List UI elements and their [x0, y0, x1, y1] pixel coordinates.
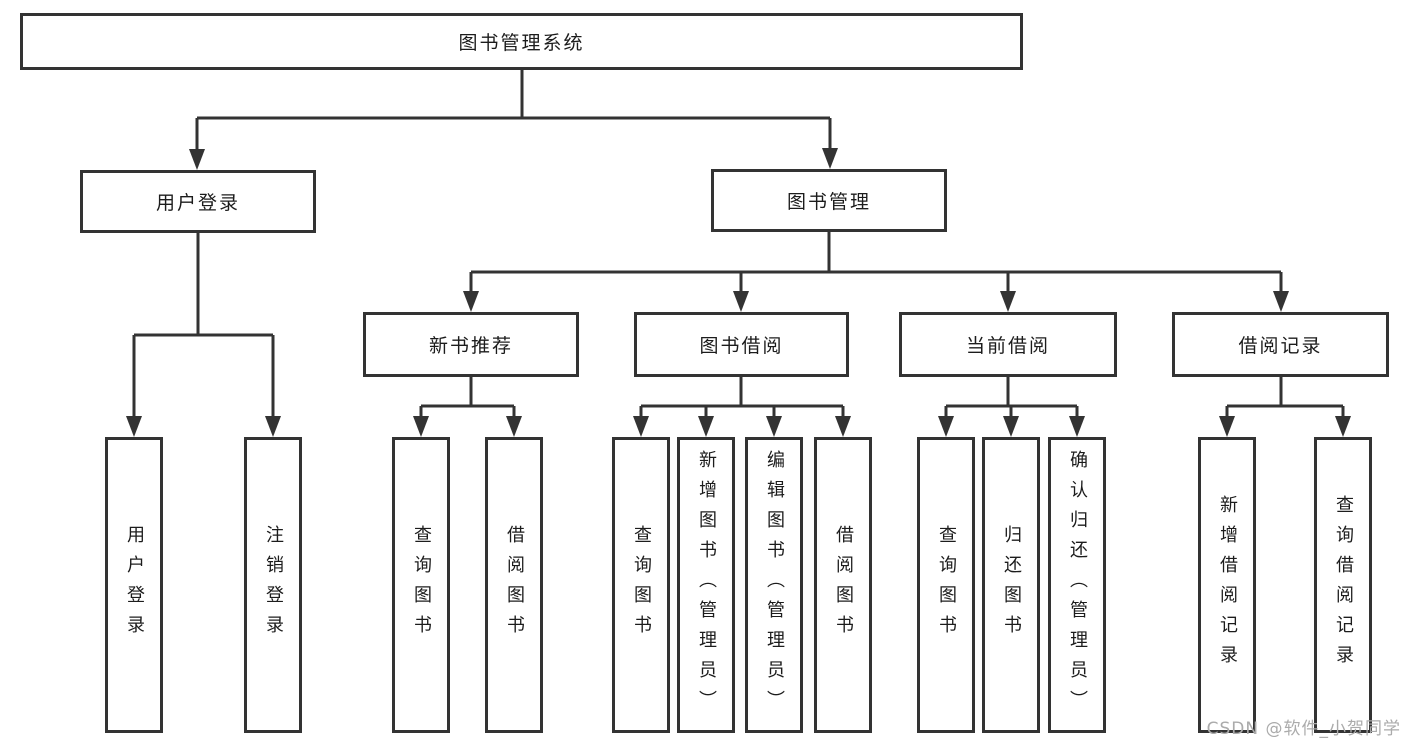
leaf-query-borrow-record: 查询借阅记录 [1314, 437, 1372, 733]
arrowhead-down [189, 149, 205, 170]
leaf-return-books: 归还图书 [982, 437, 1040, 733]
leaf-user-login: 用户登录 [105, 437, 163, 733]
arrowhead-down [633, 416, 649, 437]
arrowhead-down [1003, 416, 1019, 437]
watermark: CSDN @软件_小贺同学 [1206, 719, 1401, 739]
leaf-query-books-borrowing: 查询图书 [612, 437, 670, 733]
node-current-borrowing: 当前借阅 [899, 312, 1117, 377]
node-label: 查询借阅记录 [1333, 495, 1354, 675]
arrowhead-down [413, 416, 429, 437]
node-label: 用户登录 [155, 192, 240, 214]
node-label: 用户登录 [124, 525, 145, 645]
arrowhead-down [835, 416, 851, 437]
node-label: 借阅记录 [1238, 335, 1323, 357]
node-label: 当前借阅 [965, 335, 1050, 357]
leaf-query-books-recommend: 查询图书 [392, 437, 450, 733]
arrowhead-down [1069, 416, 1085, 437]
leaf-add-borrow-record: 新增借阅记录 [1198, 437, 1256, 733]
leaf-borrow-books-borrowing: 借阅图书 [814, 437, 872, 733]
arrowhead-down [938, 416, 954, 437]
node-book-management: 图书管理 [711, 169, 947, 232]
leaf-borrow-books-recommend: 借阅图书 [485, 437, 543, 733]
node-label: 图书借阅 [699, 335, 784, 357]
node-label: 新增借阅记录 [1217, 495, 1238, 675]
node-label: 借阅图书 [833, 525, 854, 645]
arrowhead-down [698, 416, 714, 437]
node-label: 注销登录 [263, 525, 284, 645]
node-label: 图书管理 [786, 191, 871, 213]
node-label: 编辑图书（管理员） [764, 450, 785, 720]
leaf-query-books-current: 查询图书 [917, 437, 975, 733]
node-label: 图书管理系统 [458, 32, 585, 54]
arrowhead-down [1335, 416, 1351, 437]
node-new-book-recommend: 新书推荐 [363, 312, 579, 377]
node-label: 查询图书 [631, 525, 652, 645]
arrowhead-down [126, 416, 142, 437]
arrowhead-down [733, 291, 749, 312]
leaf-edit-books-admin: 编辑图书（管理员） [745, 437, 803, 733]
node-label: 查询图书 [411, 525, 432, 645]
arrowhead-down [1273, 291, 1289, 312]
node-user-login: 用户登录 [80, 170, 316, 233]
leaf-add-books-admin: 新增图书（管理员） [677, 437, 735, 733]
arrowhead-down [265, 416, 281, 437]
arrowhead-down [1219, 416, 1235, 437]
node-label: 新增图书（管理员） [696, 450, 717, 720]
node-label: 确认归还（管理员） [1067, 450, 1088, 720]
node-borrowing-records: 借阅记录 [1172, 312, 1389, 377]
node-label: 查询图书 [936, 525, 957, 645]
node-book-borrowing: 图书借阅 [634, 312, 849, 377]
leaf-confirm-return-admin: 确认归还（管理员） [1048, 437, 1106, 733]
node-label: 借阅图书 [504, 525, 525, 645]
node-library-management-system: 图书管理系统 [20, 13, 1023, 70]
arrowhead-down [463, 291, 479, 312]
arrowheads [126, 148, 1351, 437]
node-label: 新书推荐 [428, 335, 513, 357]
arrowhead-down [506, 416, 522, 437]
arrowhead-down [766, 416, 782, 437]
arrowhead-down [822, 148, 838, 169]
leaf-logout-login: 注销登录 [244, 437, 302, 733]
arrowhead-down [1000, 291, 1016, 312]
node-label: 归还图书 [1001, 525, 1022, 645]
